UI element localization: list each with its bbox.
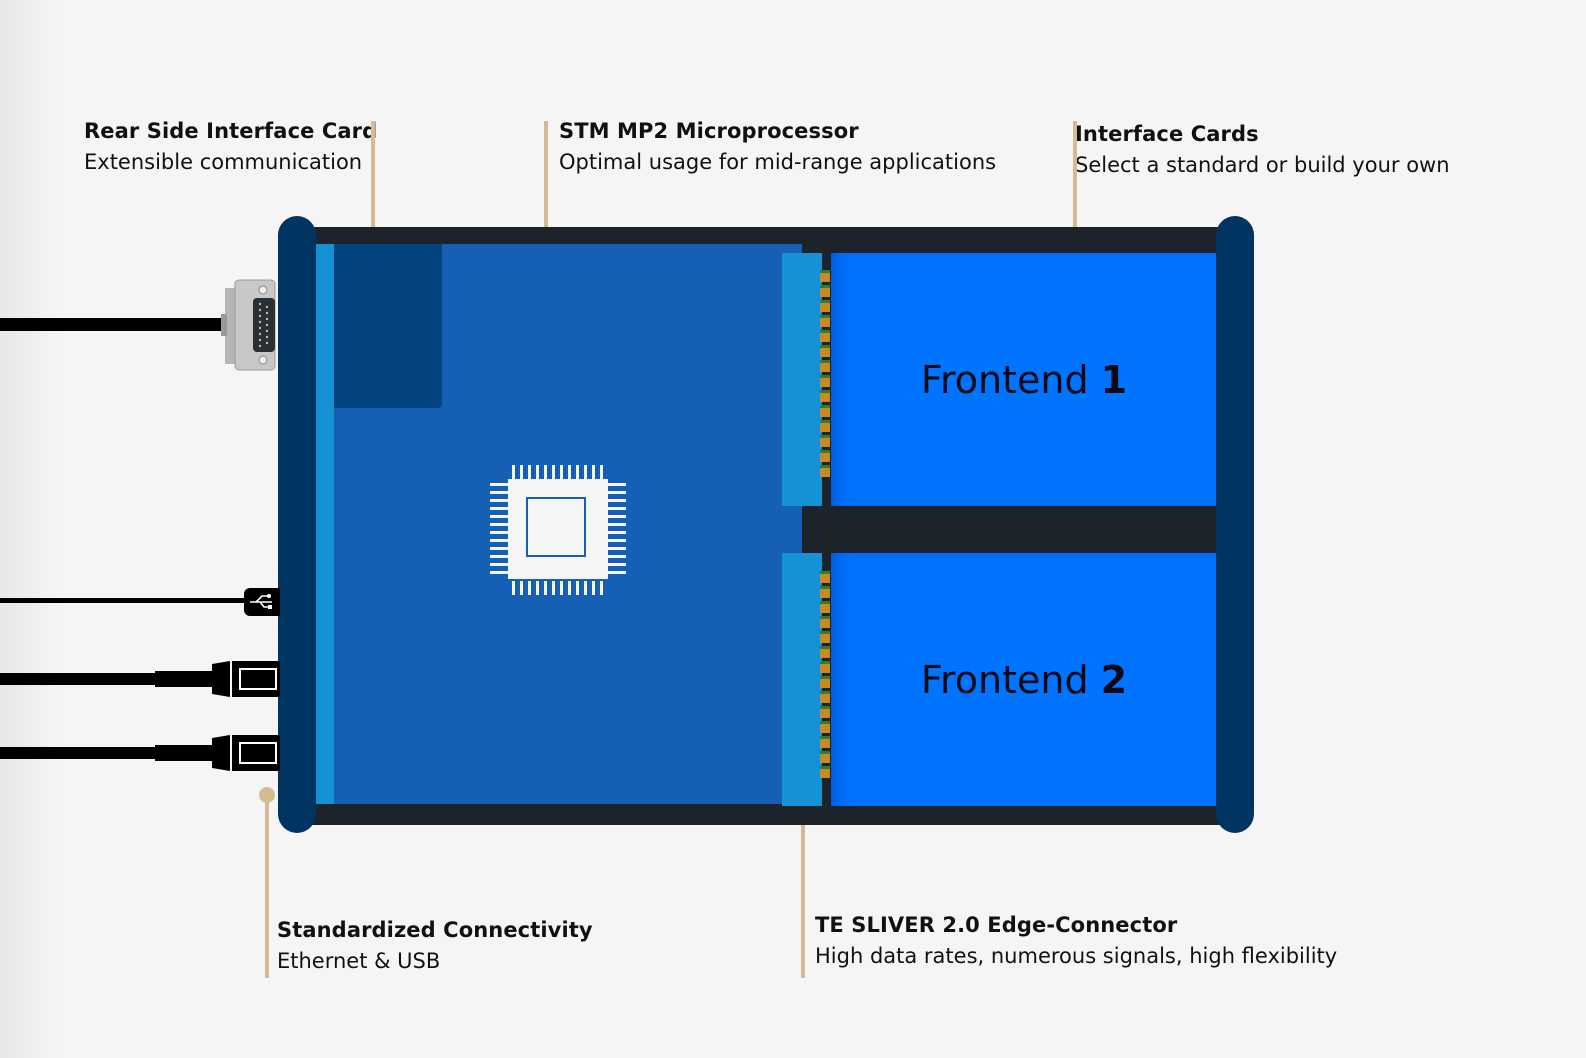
rear-interface-card: [334, 244, 442, 408]
board-rail-right: [1216, 216, 1254, 833]
callout-title: Rear Side Interface Card: [84, 119, 378, 143]
connector-pin: [820, 616, 830, 628]
callout-interface-cards: Interface Cards Select a standard or bui…: [1075, 119, 1450, 181]
callout-subtitle: Extensible communication: [84, 150, 363, 174]
leader-dot-connectivity: [259, 787, 275, 803]
callout-mpu: STM MP2 Microprocessor Optimal usage for…: [559, 116, 996, 178]
callout-subtitle: Ethernet & USB: [277, 949, 441, 973]
connector-pin: [820, 691, 830, 703]
connector-pin: [820, 676, 830, 688]
ethernet-connector-icon: [212, 661, 280, 697]
callout-title: Standardized Connectivity: [277, 918, 593, 942]
leader-line-connectivity: [265, 792, 269, 978]
ethernet-cable-1: [0, 673, 160, 685]
frontend-name: Frontend: [920, 357, 1089, 402]
connector-pin: [820, 646, 830, 658]
connector-pin: [820, 465, 830, 477]
connector-pins-2: [820, 571, 830, 786]
edge-connector-slot-1: [782, 253, 822, 506]
callout-title: TE SLIVER 2.0 Edge-Connector: [815, 913, 1178, 937]
connector-pin: [820, 601, 830, 613]
connector-pin: [820, 736, 830, 748]
callout-rear-card: Rear Side Interface Card Extensible comm…: [84, 116, 378, 178]
edge-connector-slot-2: [782, 553, 822, 806]
board-frame-bottom: [300, 803, 1230, 825]
connector-pin: [820, 751, 830, 763]
connector-pin: [820, 405, 830, 417]
callout-subtitle: Optimal usage for mid-range applications: [559, 150, 997, 174]
connector-pin: [820, 360, 830, 372]
connector-pin: [820, 571, 830, 583]
callout-title: Interface Cards: [1075, 122, 1259, 146]
frontend-number: 1: [1100, 357, 1128, 402]
usb-cable: [0, 598, 245, 603]
board-rail-left: [278, 216, 316, 833]
connector-pin: [820, 721, 830, 733]
connector-pin: [820, 330, 830, 342]
main-board-edge: [316, 244, 334, 804]
ethernet-boot-2: [155, 745, 215, 761]
leader-line-rear-card: [371, 121, 375, 233]
frontend-name: Frontend: [920, 657, 1089, 702]
connector-pin: [820, 706, 830, 718]
board-frame-top: [300, 227, 1230, 249]
callout-subtitle: High data rates, numerous signals, high …: [815, 944, 1338, 968]
callout-subtitle: Select a standard or build your own: [1075, 153, 1450, 177]
connector-pin: [820, 300, 830, 312]
connector-pin: [820, 631, 830, 643]
connector-pin: [820, 375, 830, 387]
connector-pin: [820, 766, 830, 778]
serial-cable: [0, 318, 225, 331]
frontend-number: 2: [1100, 657, 1128, 702]
connector-pin: [820, 586, 830, 598]
connector-pin: [820, 285, 830, 297]
callout-connectivity: Standardized Connectivity Ethernet & USB: [277, 915, 593, 977]
connector-pin: [820, 270, 830, 282]
connector-pin: [820, 315, 830, 327]
connector-pin: [820, 390, 830, 402]
connector-pin: [820, 420, 830, 432]
usb-icon: [244, 588, 280, 616]
ethernet-cable-2: [0, 747, 160, 759]
connector-pin: [820, 345, 830, 357]
microprocessor-chip-icon: [490, 465, 626, 595]
dsub-connector-icon: [221, 279, 276, 371]
callout-title: STM MP2 Microprocessor: [559, 119, 859, 143]
ethernet-connector-icon: [212, 735, 280, 771]
connector-pins-1: [820, 270, 830, 485]
callout-edge-connector: TE SLIVER 2.0 Edge-Connector High data r…: [815, 910, 1337, 972]
connector-pin: [820, 435, 830, 447]
connector-pin: [820, 661, 830, 673]
connector-pin: [820, 450, 830, 462]
background-fade: [0, 0, 60, 1058]
ethernet-boot-1: [155, 671, 215, 687]
leader-line-interface-cards: [1073, 121, 1077, 236]
leader-line-edge-connector: [801, 812, 805, 978]
